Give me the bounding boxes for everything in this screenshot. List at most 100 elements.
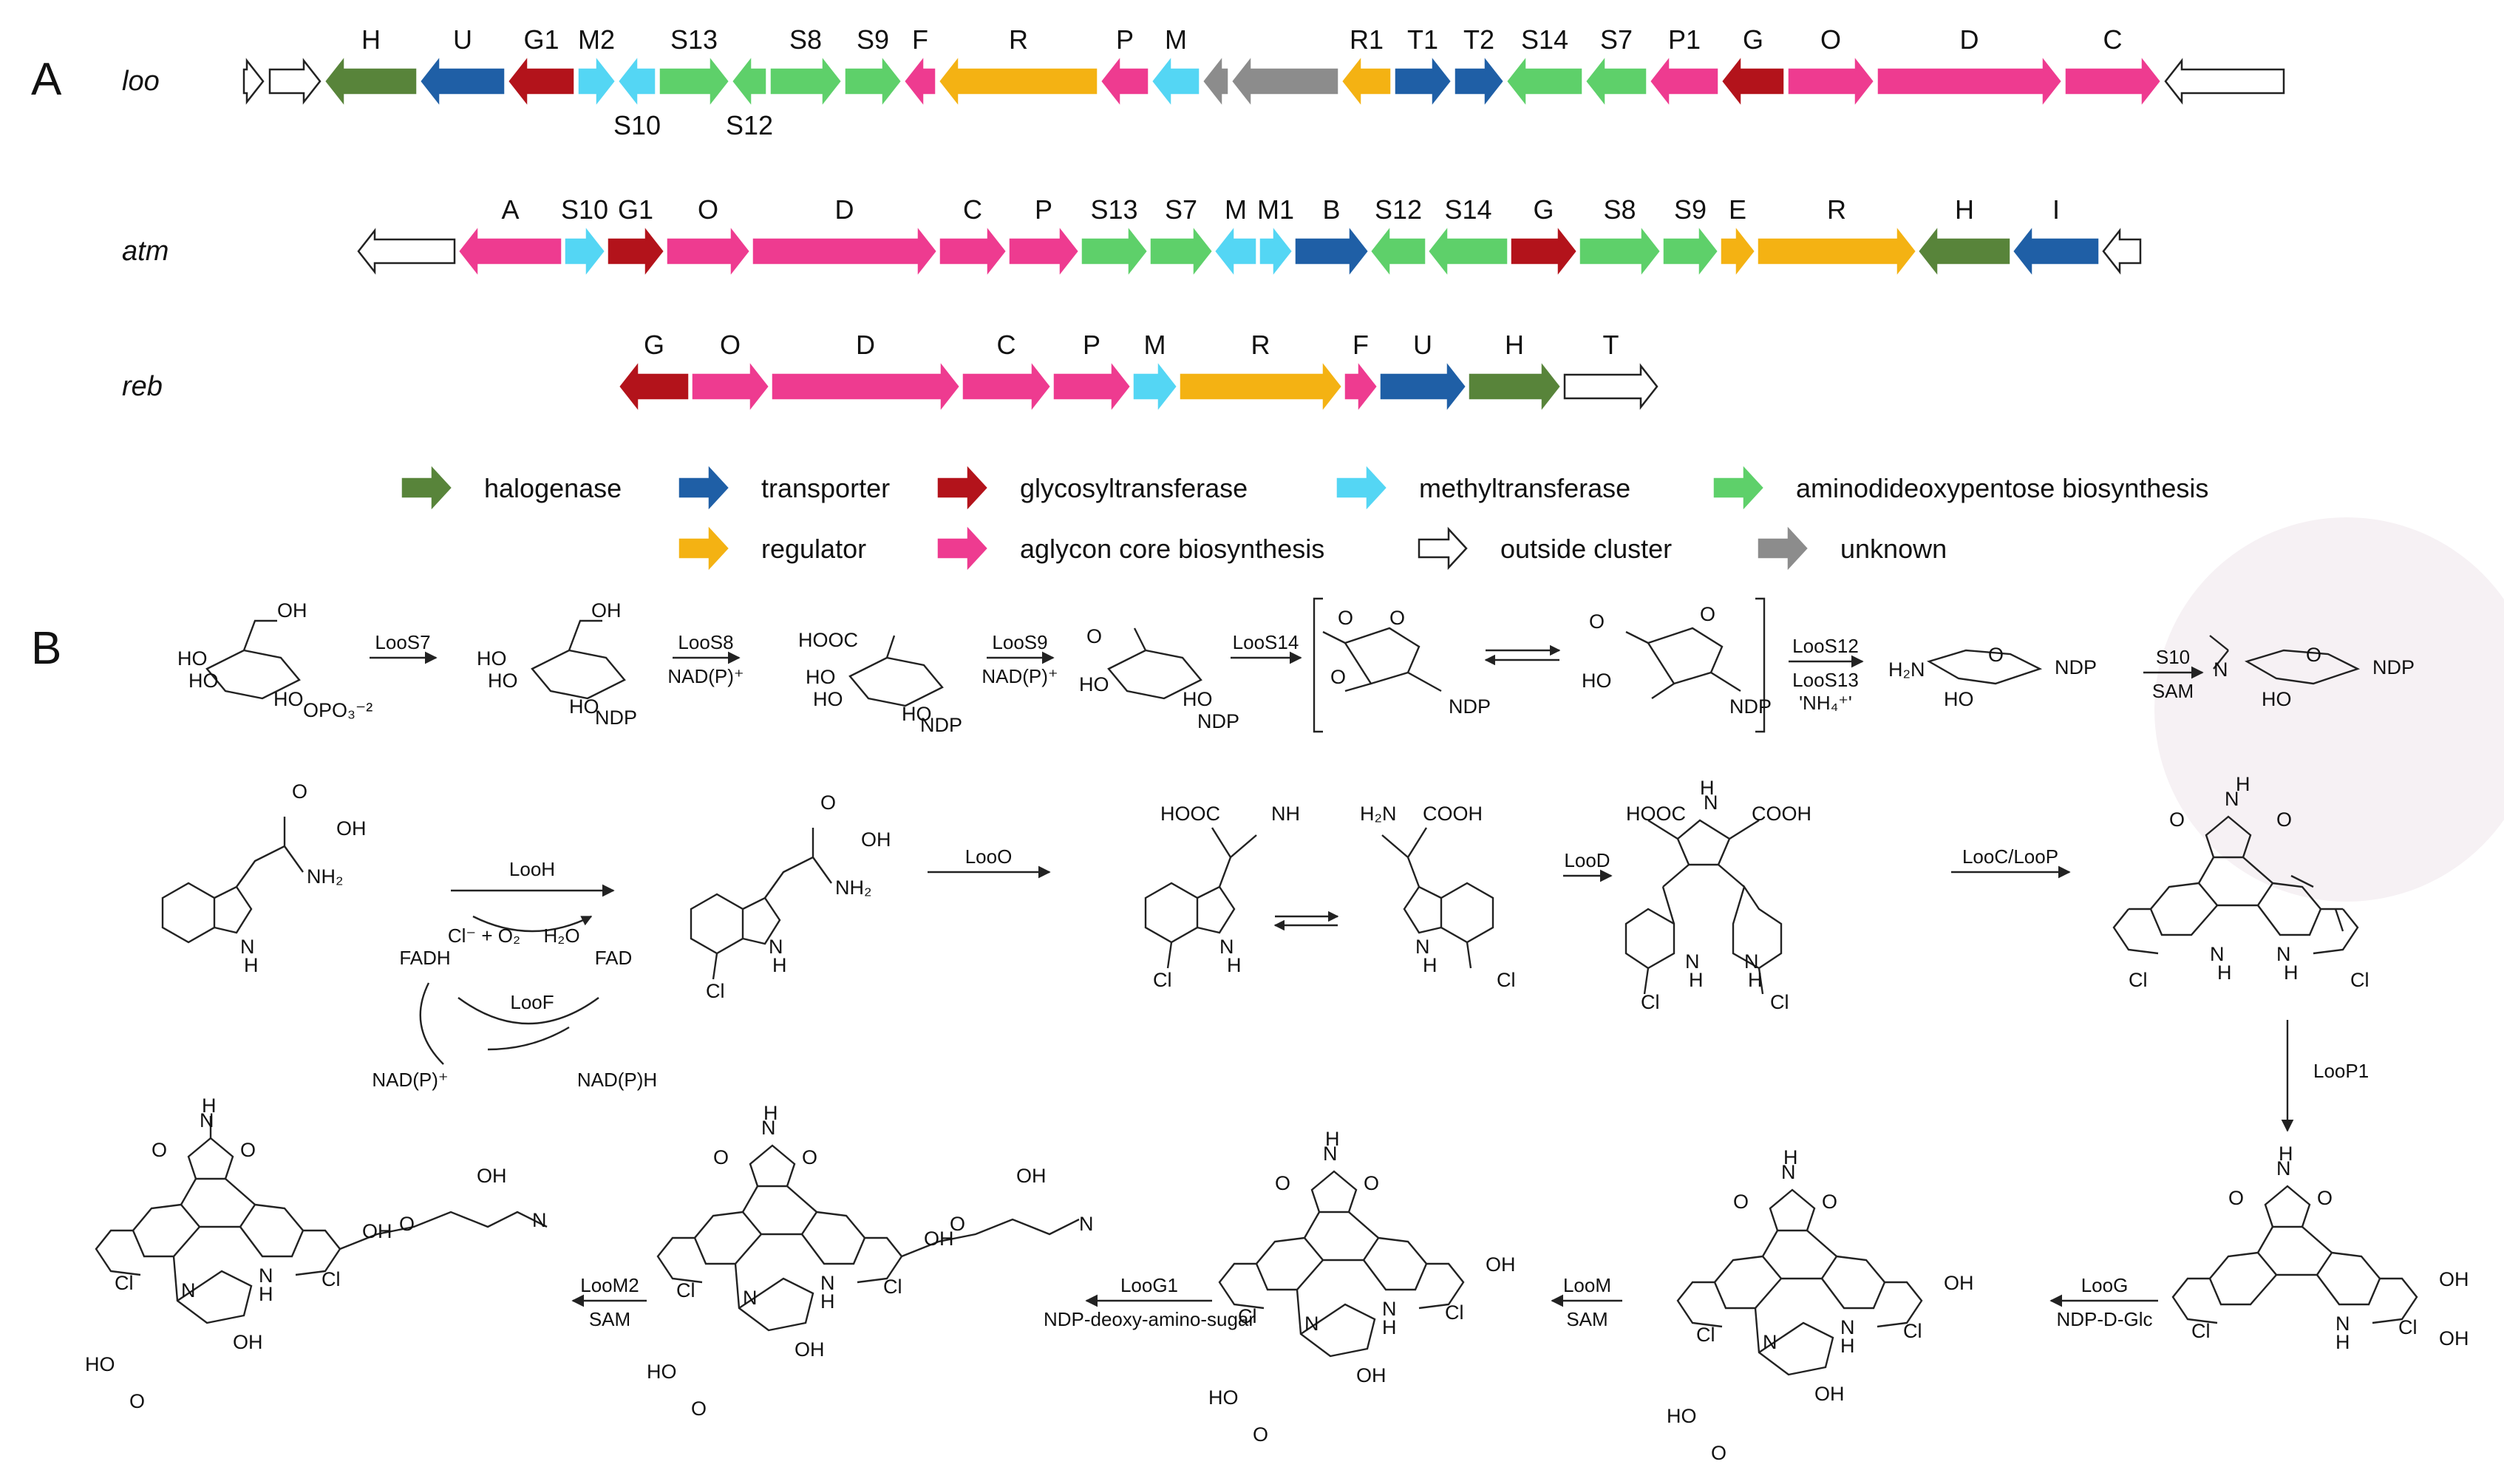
panel-b-label: B [31,623,61,674]
gene-arrow-S12 [732,58,766,105]
sugar-atom-label: HO [1183,688,1213,710]
core-atom-label: OH [336,817,367,840]
imide-h-label: H [1325,1128,1340,1150]
sugar-atom-label: HOOC [798,629,858,651]
sugar-atom-label: HO [1944,688,1974,710]
legend-swatch [1758,526,1808,571]
ether-o-label: O [950,1213,965,1235]
core-atom-label: N [1415,936,1430,958]
gene-label: R [1251,330,1270,360]
gene-arrow-R1 [1342,58,1391,105]
gene-arrow-outside [357,228,456,275]
gene-arrow-S14 [1507,58,1582,105]
step-cofactor: NDP-deoxy-amino-sugar [1044,1308,1255,1330]
legend-item-halogenase: halogenase [401,466,622,510]
legend-item-outside: outside cluster [1418,526,1672,571]
sugar-atom-label: OH [591,599,622,622]
legend-item-regulator: regulator [678,526,866,571]
core-atom-label: N [2210,943,2225,965]
sugar-atom-label: HO [273,688,304,710]
gene-arrow-D [772,363,959,410]
sugar-atom-label: HO [188,670,219,692]
step-cofactor: LooS13 [1792,669,1859,691]
core-atom-label: NH₂ [307,865,343,888]
gene-label: G [644,330,664,360]
sugar-atom-label: NDP [1729,695,1772,718]
legend-swatch [1418,526,1468,571]
gene-arrow-outside [242,58,265,105]
legend-label: unknown [1840,534,1947,564]
imide-o-label: O [802,1146,817,1168]
imide-o-label: O [1275,1172,1290,1194]
panel-a-label: A [31,54,62,105]
hydroxy-label: OH [924,1228,954,1250]
gene-arrow-S7 [1150,228,1212,275]
methoxy-label: O [1711,1442,1726,1464]
core-atom-label: O [2276,809,2292,831]
chloro-label: Cl [1238,1305,1257,1327]
dimethylamino-n-label: N [1079,1213,1094,1235]
step-enzyme: LooH [509,858,555,880]
step-enzyme: LooM2 [580,1274,639,1296]
core-atom-label: Cl [1641,991,1660,1013]
glycosylated-core-3 [1218,1170,1465,1358]
sugar-ho-label: HO [85,1353,115,1375]
gene-arrow-outside [2102,228,2142,275]
flavin-cycle [419,884,615,1065]
flavin-nadph: NAD(P)H [577,1069,657,1091]
imide-o-label: O [152,1139,167,1161]
gene-label: M [1165,24,1187,55]
gene-label: M2 [578,24,615,55]
gene-arrow-outside [2164,58,2285,105]
legend-item-aglycon: aglycon core biosynthesis [937,526,1324,571]
flavin-fad: FAD [595,947,633,969]
gene-arrow-U [421,58,505,105]
indole-h-label: H [2335,1331,2350,1353]
hydroxy-label: OH [2439,1268,2469,1290]
core-atom-label: Cl [1497,969,1516,991]
legend-item-unknown: unknown [1758,526,1947,571]
chloro-label: Cl [2191,1320,2211,1342]
imide-o-label: O [2228,1187,2244,1209]
step-cofactor: SAM [1566,1308,1607,1330]
gene-label: F [1353,330,1369,360]
gene-arrow-F [1344,363,1377,410]
gene-label: B [1322,194,1340,225]
flavin-cl: Cl⁻ + O₂ [448,925,520,947]
indole-n-label: N [820,1272,835,1294]
sugar-structures [205,597,2361,733]
gene-arrow-B [1295,228,1368,275]
indole-h-label: H [820,1290,835,1313]
core-atom-label: COOH [1752,803,1811,825]
gene-label: P [1116,24,1134,55]
step-enzyme: LooO [965,845,1013,868]
gene-arrow-G1 [508,58,574,105]
gene-label: M [1144,330,1166,360]
core-atom-label: O [820,792,836,814]
flavin-nadp_plus: NAD(P)⁺ [372,1069,448,1091]
imide-h-label: H [1783,1146,1798,1168]
gene-arrow-S8 [1579,228,1660,275]
sugar-step-0: LooS7 [370,631,438,664]
gene-arrow-P [1009,228,1078,275]
gene-label: S8 [1603,194,1636,225]
sugar-atom-label: HO [2262,688,2292,710]
legend-item-glycosyltransferase: glycosyltransferase [937,466,1248,510]
gene-label: G [1743,24,1763,55]
sugar-atom-label: O [1700,603,1715,625]
gene-label: G [1533,194,1554,225]
sugar-atom-label: OPO₃⁻² [303,699,372,721]
gene-arrow-R [939,58,1098,105]
gene-label: A [501,194,519,225]
gene-arrow-T [1563,363,1658,410]
chloro-label: Cl [1445,1301,1464,1324]
core-atom-label: H [1227,954,1242,976]
gene-label: R [1009,24,1028,55]
sugar-atom-label: O [1338,607,1353,629]
core-atom-label: N [2225,788,2239,810]
